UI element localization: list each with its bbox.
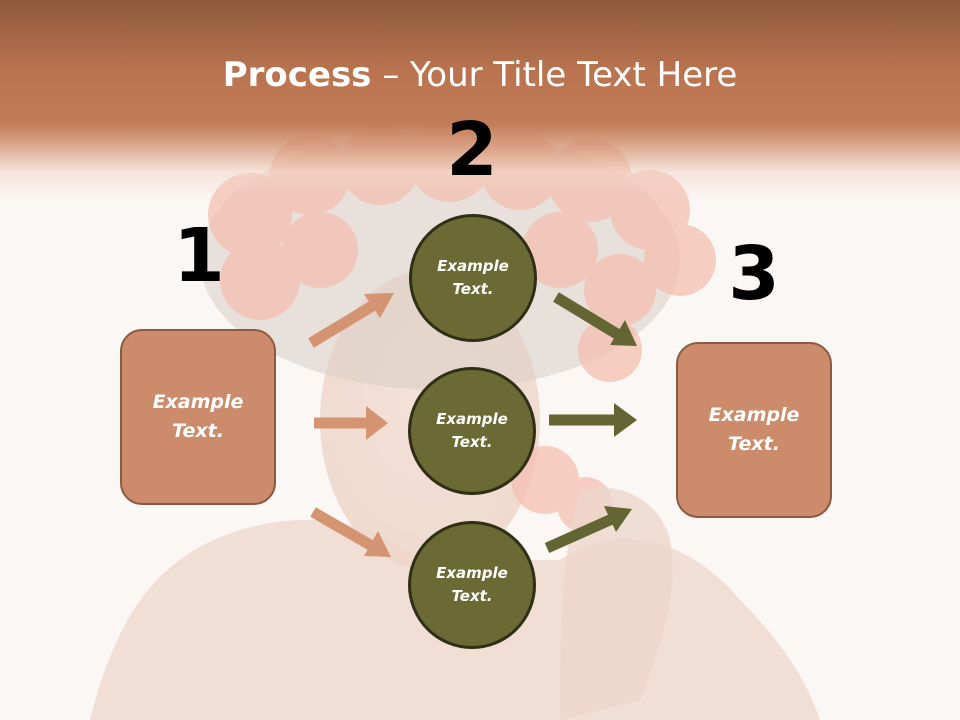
circle-2-text: Example Text. bbox=[436, 410, 508, 451]
header-band bbox=[0, 0, 960, 200]
arrow-circle3-to-step3 bbox=[544, 506, 632, 554]
circle-1-text: Example Text. bbox=[437, 257, 509, 298]
arrow-step1-to-circle3 bbox=[310, 507, 391, 557]
circle-3-text: Example Text. bbox=[436, 564, 508, 605]
arrow-step1-to-circle1 bbox=[308, 293, 394, 348]
step-2-circle-1: Example Text. bbox=[409, 214, 537, 342]
arrow-circle1-to-step3 bbox=[553, 292, 637, 346]
step-3-box-text: Example Text. bbox=[708, 404, 800, 455]
title-rest: – Your Title Text Here bbox=[371, 55, 738, 95]
step-1-box: Example Text. bbox=[120, 329, 276, 505]
arrow-step1-to-circle2 bbox=[314, 406, 388, 440]
arrow-circle2-to-step3 bbox=[549, 403, 637, 437]
step-2-circle-2: Example Text. bbox=[408, 367, 536, 495]
step-number-1: 1 bbox=[173, 213, 225, 299]
step-number-2: 2 bbox=[446, 107, 498, 193]
title-bold: Process bbox=[222, 55, 372, 95]
step-number-3: 3 bbox=[728, 231, 780, 317]
step-2-circle-3: Example Text. bbox=[408, 521, 536, 649]
step-3-box: Example Text. bbox=[676, 342, 832, 518]
step-1-box-text: Example Text. bbox=[152, 391, 244, 442]
slide-title: Process – Your Title Text Here bbox=[0, 52, 960, 98]
